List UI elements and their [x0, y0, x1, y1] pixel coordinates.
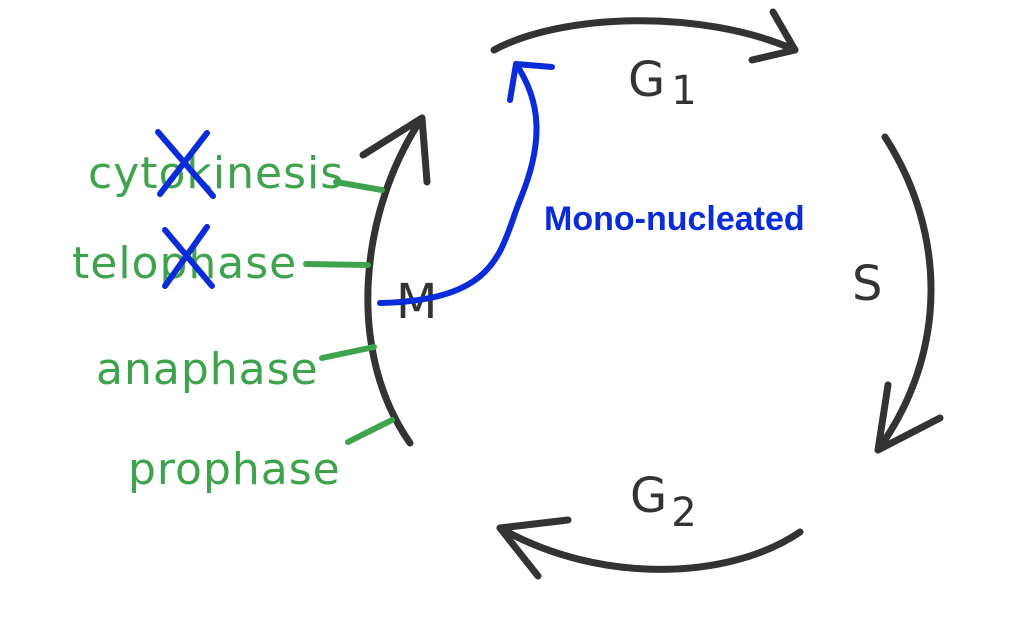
- phase-label-prophase: prophase: [128, 444, 341, 495]
- s-arrow: [874, 133, 935, 454]
- connector-anaphase: [319, 344, 377, 361]
- m-arrow: [364, 114, 426, 447]
- stage-label-g2-sub: 2: [671, 490, 696, 536]
- g1-arrow: [490, 17, 799, 54]
- connector-telophase: [303, 261, 371, 268]
- cross-out-telophase-icon: [162, 224, 215, 289]
- annotation-mono-nucleated: Mono-nucleated: [544, 200, 805, 238]
- mono-nucleated-arrowhead-icon: [507, 61, 555, 103]
- m-arrowhead-icon: [359, 114, 431, 186]
- g2-arrowhead-icon: [496, 516, 572, 580]
- stage-label-s: S: [852, 256, 882, 312]
- s-arrowhead-icon: [874, 381, 944, 454]
- phase-label-anaphase: anaphase: [96, 344, 319, 395]
- phase-label-cytokinesis: cytokinesis: [88, 148, 344, 199]
- connector-cytokinesis: [333, 179, 385, 193]
- g2-arrow: [496, 524, 804, 573]
- mitosis-phases: cytokinesis telophase anaphase prophase: [72, 148, 344, 495]
- cross-out-cytokinesis-icon: [155, 129, 216, 199]
- cycle-arrows: [359, 8, 944, 580]
- mono-nucleated-path: [377, 61, 555, 306]
- mono-nucleated-arrow: [377, 61, 540, 306]
- stage-label-g1-sub: 1: [671, 68, 696, 114]
- phase-connectors: [303, 179, 395, 445]
- cross-out-marks: [155, 129, 216, 289]
- g1-arrowhead-icon: [748, 8, 799, 64]
- connector-prophase: [345, 417, 395, 445]
